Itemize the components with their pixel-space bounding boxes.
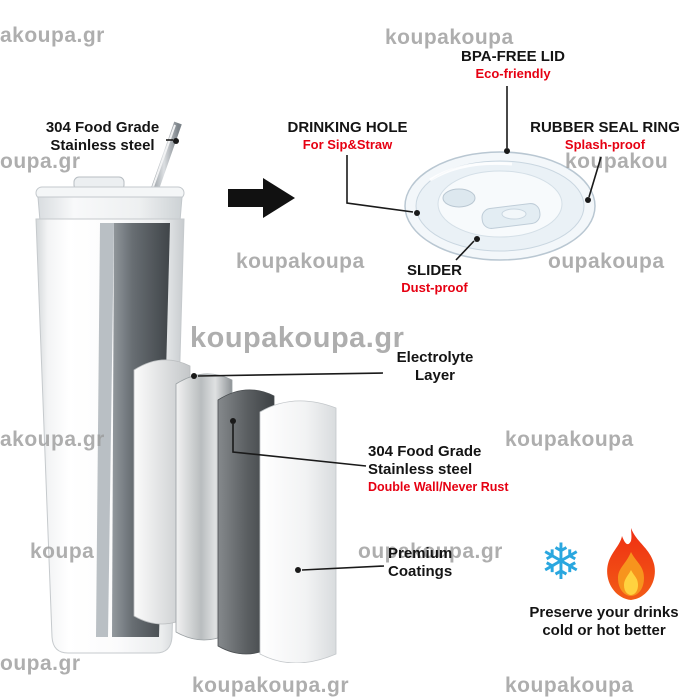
label-subtitle: Dust-proof xyxy=(401,280,468,295)
watermark: koupakoupa xyxy=(505,674,634,697)
label-text: Electrolyte xyxy=(396,349,474,366)
lid-highlight xyxy=(429,161,513,182)
label-slider: SLIDER Dust-proof xyxy=(392,262,477,296)
label-subtitle: For Sip&Straw xyxy=(302,137,393,152)
label-electrolyte-layer: Electrolyte Layer xyxy=(385,349,485,385)
watermark: akoupa.gr xyxy=(0,428,105,451)
label-wall-material: 304 Food Grade Stainless steel Double Wa… xyxy=(368,443,528,495)
snowflake-icon: ❄ xyxy=(540,534,582,590)
watermark: koupakoupa xyxy=(236,250,365,273)
label-title: RUBBER SEAL RING xyxy=(530,119,680,136)
watermark: oupa.gr xyxy=(0,652,81,675)
watermark: koupakou xyxy=(565,150,669,173)
label-text: Stainless steel xyxy=(368,461,473,478)
flame-icon xyxy=(607,528,655,600)
watermark: koupakoupa.gr xyxy=(192,674,350,697)
label-text: Layer xyxy=(414,367,456,384)
label-subtitle: Double Wall/Never Rust xyxy=(368,480,509,494)
label-text: Coatings xyxy=(388,563,453,580)
lid-product-image xyxy=(404,151,596,261)
label-premium-coatings: Premium Coatings xyxy=(388,545,488,581)
lid-drinking-hole xyxy=(442,188,476,208)
watermark: koupakoupa xyxy=(505,428,634,451)
label-text: 304 Food Grade xyxy=(368,443,482,460)
flame-core xyxy=(624,570,638,595)
label-rubber-seal-ring: RUBBER SEAL RING Splash-proof xyxy=(525,119,685,153)
label-text: Stainless steel xyxy=(50,137,155,154)
arrow-shape xyxy=(228,178,295,218)
watermark: koupa xyxy=(30,540,95,563)
label-title: DRINKING HOLE xyxy=(287,119,408,136)
watermark: koupakoupa.gr xyxy=(190,322,405,354)
watermark: oupakoupa xyxy=(548,250,665,273)
label-straw-material: 304 Food Grade Stainless steel xyxy=(30,119,175,155)
layer-coating-sheet xyxy=(259,400,337,663)
label-preserve-drinks: Preserve your drinks cold or hot better xyxy=(516,604,692,640)
watermark: akoupa.gr xyxy=(0,24,105,47)
label-subtitle: Splash-proof xyxy=(564,137,646,152)
arrow-right-icon xyxy=(228,178,295,218)
watermark: oupa.gr xyxy=(0,150,81,173)
label-text: cold or hot better xyxy=(542,622,666,639)
watermark: oupakoupa.gr xyxy=(358,540,503,563)
wall-layers-diagram xyxy=(133,359,337,663)
label-drinking-hole: DRINKING HOLE For Sip&Straw xyxy=(275,119,420,153)
lid-slider-grip xyxy=(501,208,527,220)
label-bpa-free-lid: BPA-FREE LID Eco-friendly xyxy=(438,48,588,82)
label-title: SLIDER xyxy=(406,262,462,279)
label-subtitle: Eco-friendly xyxy=(475,66,551,81)
label-title: BPA-FREE LID xyxy=(461,48,565,65)
label-text: Premium xyxy=(388,545,453,562)
tumbler-lid-band xyxy=(37,196,183,222)
label-text: 304 Food Grade xyxy=(45,119,160,136)
watermark: koupakoupa xyxy=(385,26,514,49)
tumbler-inner-wall-edge xyxy=(96,223,114,637)
label-text: Preserve your drinks xyxy=(529,604,679,621)
